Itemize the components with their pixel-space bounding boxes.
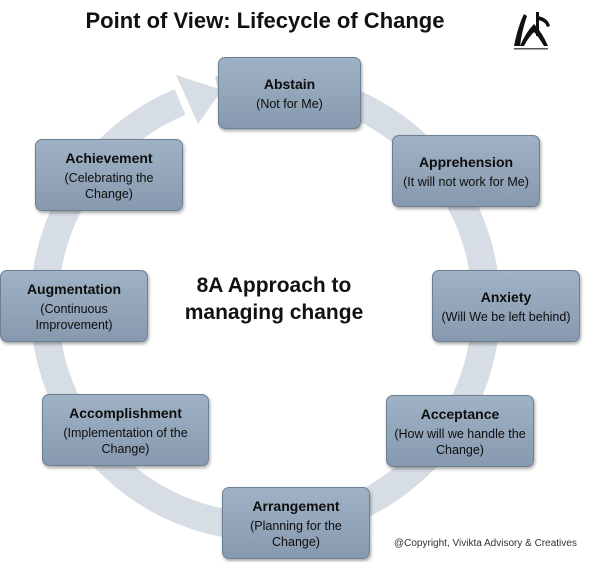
stage-accomplishment: Accomplishment (Implementation of the Ch… <box>42 394 209 466</box>
stage-description: (Celebrating the Change) <box>64 170 154 201</box>
stage-name: Augmentation <box>26 280 122 297</box>
diagram-title: Point of View: Lifecycle of Change <box>85 8 445 33</box>
stage-description: (Continuous Improvement) <box>35 301 113 332</box>
stage-description: (Not for Me) <box>256 96 323 111</box>
stage-description: (Implementation of the Change) <box>63 425 188 456</box>
stage-description: (It will not work for Me) <box>403 174 529 189</box>
vivikta-logo-icon <box>514 12 550 50</box>
stage-apprehension: Apprehension (It will not work for Me) <box>392 135 540 207</box>
stage-name: Acceptance <box>420 405 500 422</box>
stage-description: (Planning for the Change) <box>250 518 342 549</box>
center-label-line2: managing change <box>184 301 364 324</box>
stage-name: Achievement <box>65 149 153 166</box>
stage-abstain: Abstain (Not for Me) <box>218 57 361 129</box>
stage-name: Accomplishment <box>69 404 182 421</box>
stage-anxiety: Anxiety (Will We be left behind) <box>432 270 580 342</box>
copyright-notice: @Copyright, Vivikta Advisory & Creatives <box>394 538 577 549</box>
center-label: 8A Approach to managing change <box>150 272 398 326</box>
stage-name: Abstain <box>263 75 316 92</box>
cycle-arrowhead-icon <box>176 75 222 124</box>
stage-name: Anxiety <box>480 288 532 305</box>
stage-name: Apprehension <box>418 153 514 170</box>
stage-acceptance: Acceptance (How will we handle the Chang… <box>386 395 534 467</box>
stage-augmentation: Augmentation (Continuous Improvement) <box>0 270 148 342</box>
stage-achievement: Achievement (Celebrating the Change) <box>35 139 183 211</box>
stage-name: Arrangement <box>252 497 340 514</box>
stage-description: (Will We be left behind) <box>441 309 571 324</box>
stage-description: (How will we handle the Change) <box>394 426 526 457</box>
center-label-line1: 8A Approach to <box>196 274 352 297</box>
stage-arrangement: Arrangement (Planning for the Change) <box>222 487 370 559</box>
